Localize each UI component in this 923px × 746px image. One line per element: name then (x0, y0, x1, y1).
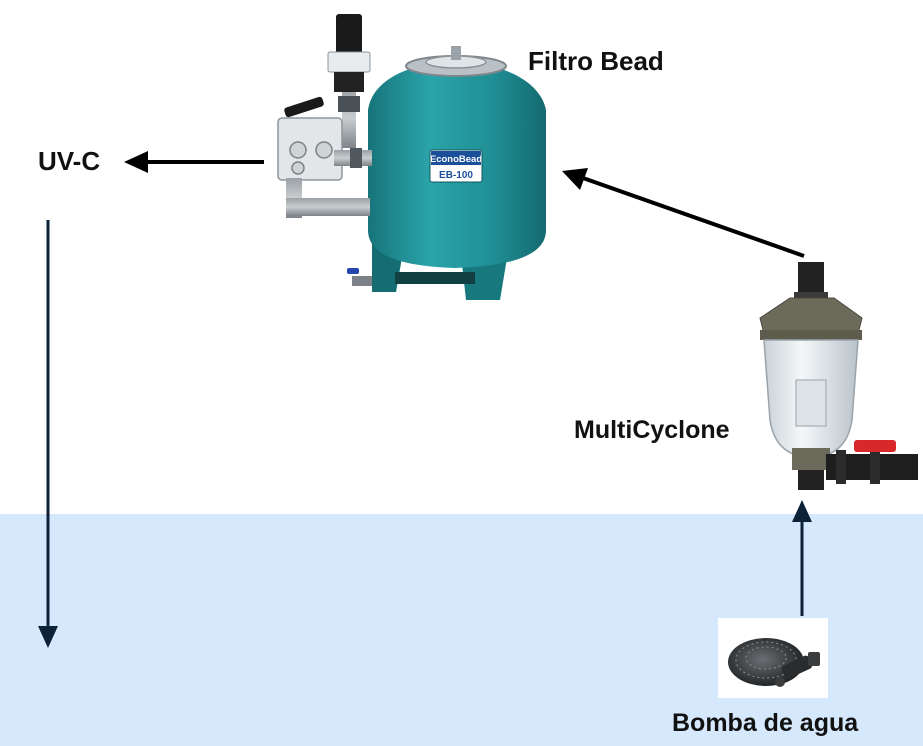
filter-badge-model: EB-100 (439, 170, 473, 181)
bead-filter-image: EconoBead EB-100 (277, 14, 546, 300)
arrow-filter-to-uvc (124, 151, 264, 173)
multicyclone-label: MultiCyclone (574, 416, 730, 444)
water-pump-image (718, 618, 828, 698)
uvc-label: UV-C (38, 146, 101, 176)
filter-badge-brand: EconoBead (430, 154, 482, 165)
arrow-cyclone-to-filter (562, 168, 805, 258)
arrow-uvc-to-pond (38, 220, 58, 648)
water-pump-label: Bomba de agua (672, 709, 859, 737)
filter-label: Filtro Bead (528, 46, 664, 76)
multicyclone-image (759, 262, 918, 490)
arrow-pump-to-cyclone (792, 500, 812, 616)
